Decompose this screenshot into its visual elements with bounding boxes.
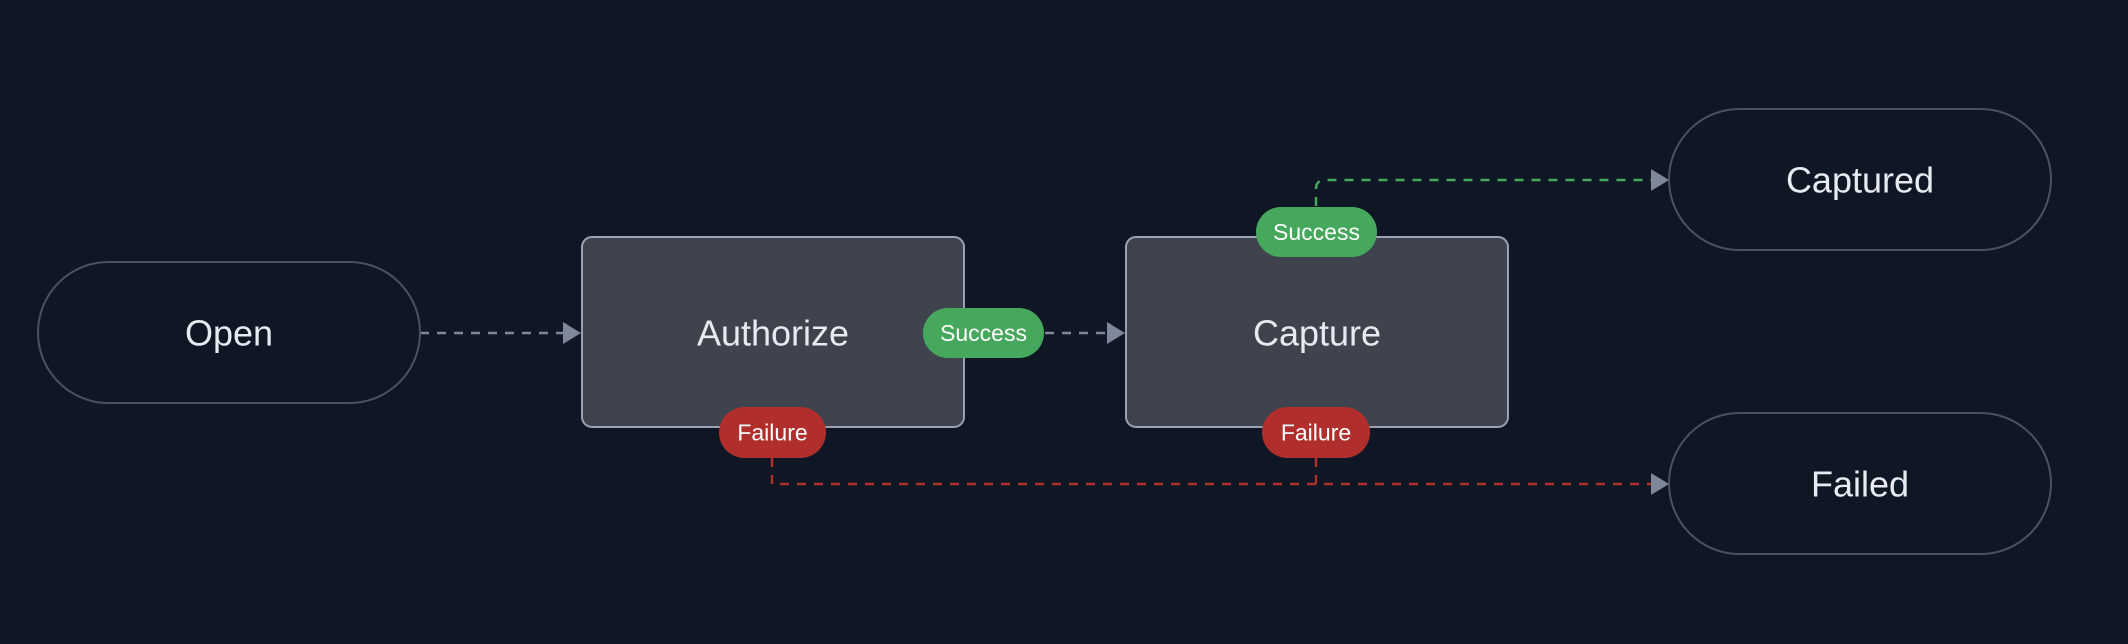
node-capture: Capture [1125,236,1509,428]
badge-authorize-success: Success [923,308,1044,358]
badge-capture-failure: Failure [1262,407,1370,458]
badge-authorize-success-label: Success [940,320,1027,346]
arrowhead-authorize-to-capture [1107,322,1125,344]
badge-capture-failure-label: Failure [1281,420,1351,446]
badge-authorize-failure: Failure [719,407,826,458]
node-captured-label: Captured [1786,160,1934,201]
node-failed-label: Failed [1811,464,1909,505]
node-authorize-label: Authorize [697,313,849,354]
arrowhead-to-failed [1651,473,1669,495]
badge-capture-success: Success [1256,207,1377,257]
arrowhead-open-to-authorize [563,322,581,344]
edge-capture-to-captured [1314,178,1651,206]
node-capture-label: Capture [1253,313,1381,354]
node-open-label: Open [185,313,273,354]
arrowhead-capture-to-captured [1651,169,1669,191]
node-failed: Failed [1668,412,2052,555]
node-open: Open [37,261,421,404]
node-authorize: Authorize [581,236,965,428]
edge-capture-to-failed [1314,458,1651,486]
edge-authorize-to-failed [770,458,1316,486]
badge-authorize-failure-label: Failure [737,420,807,446]
badge-capture-success-label: Success [1273,219,1360,245]
node-captured: Captured [1668,108,2052,251]
